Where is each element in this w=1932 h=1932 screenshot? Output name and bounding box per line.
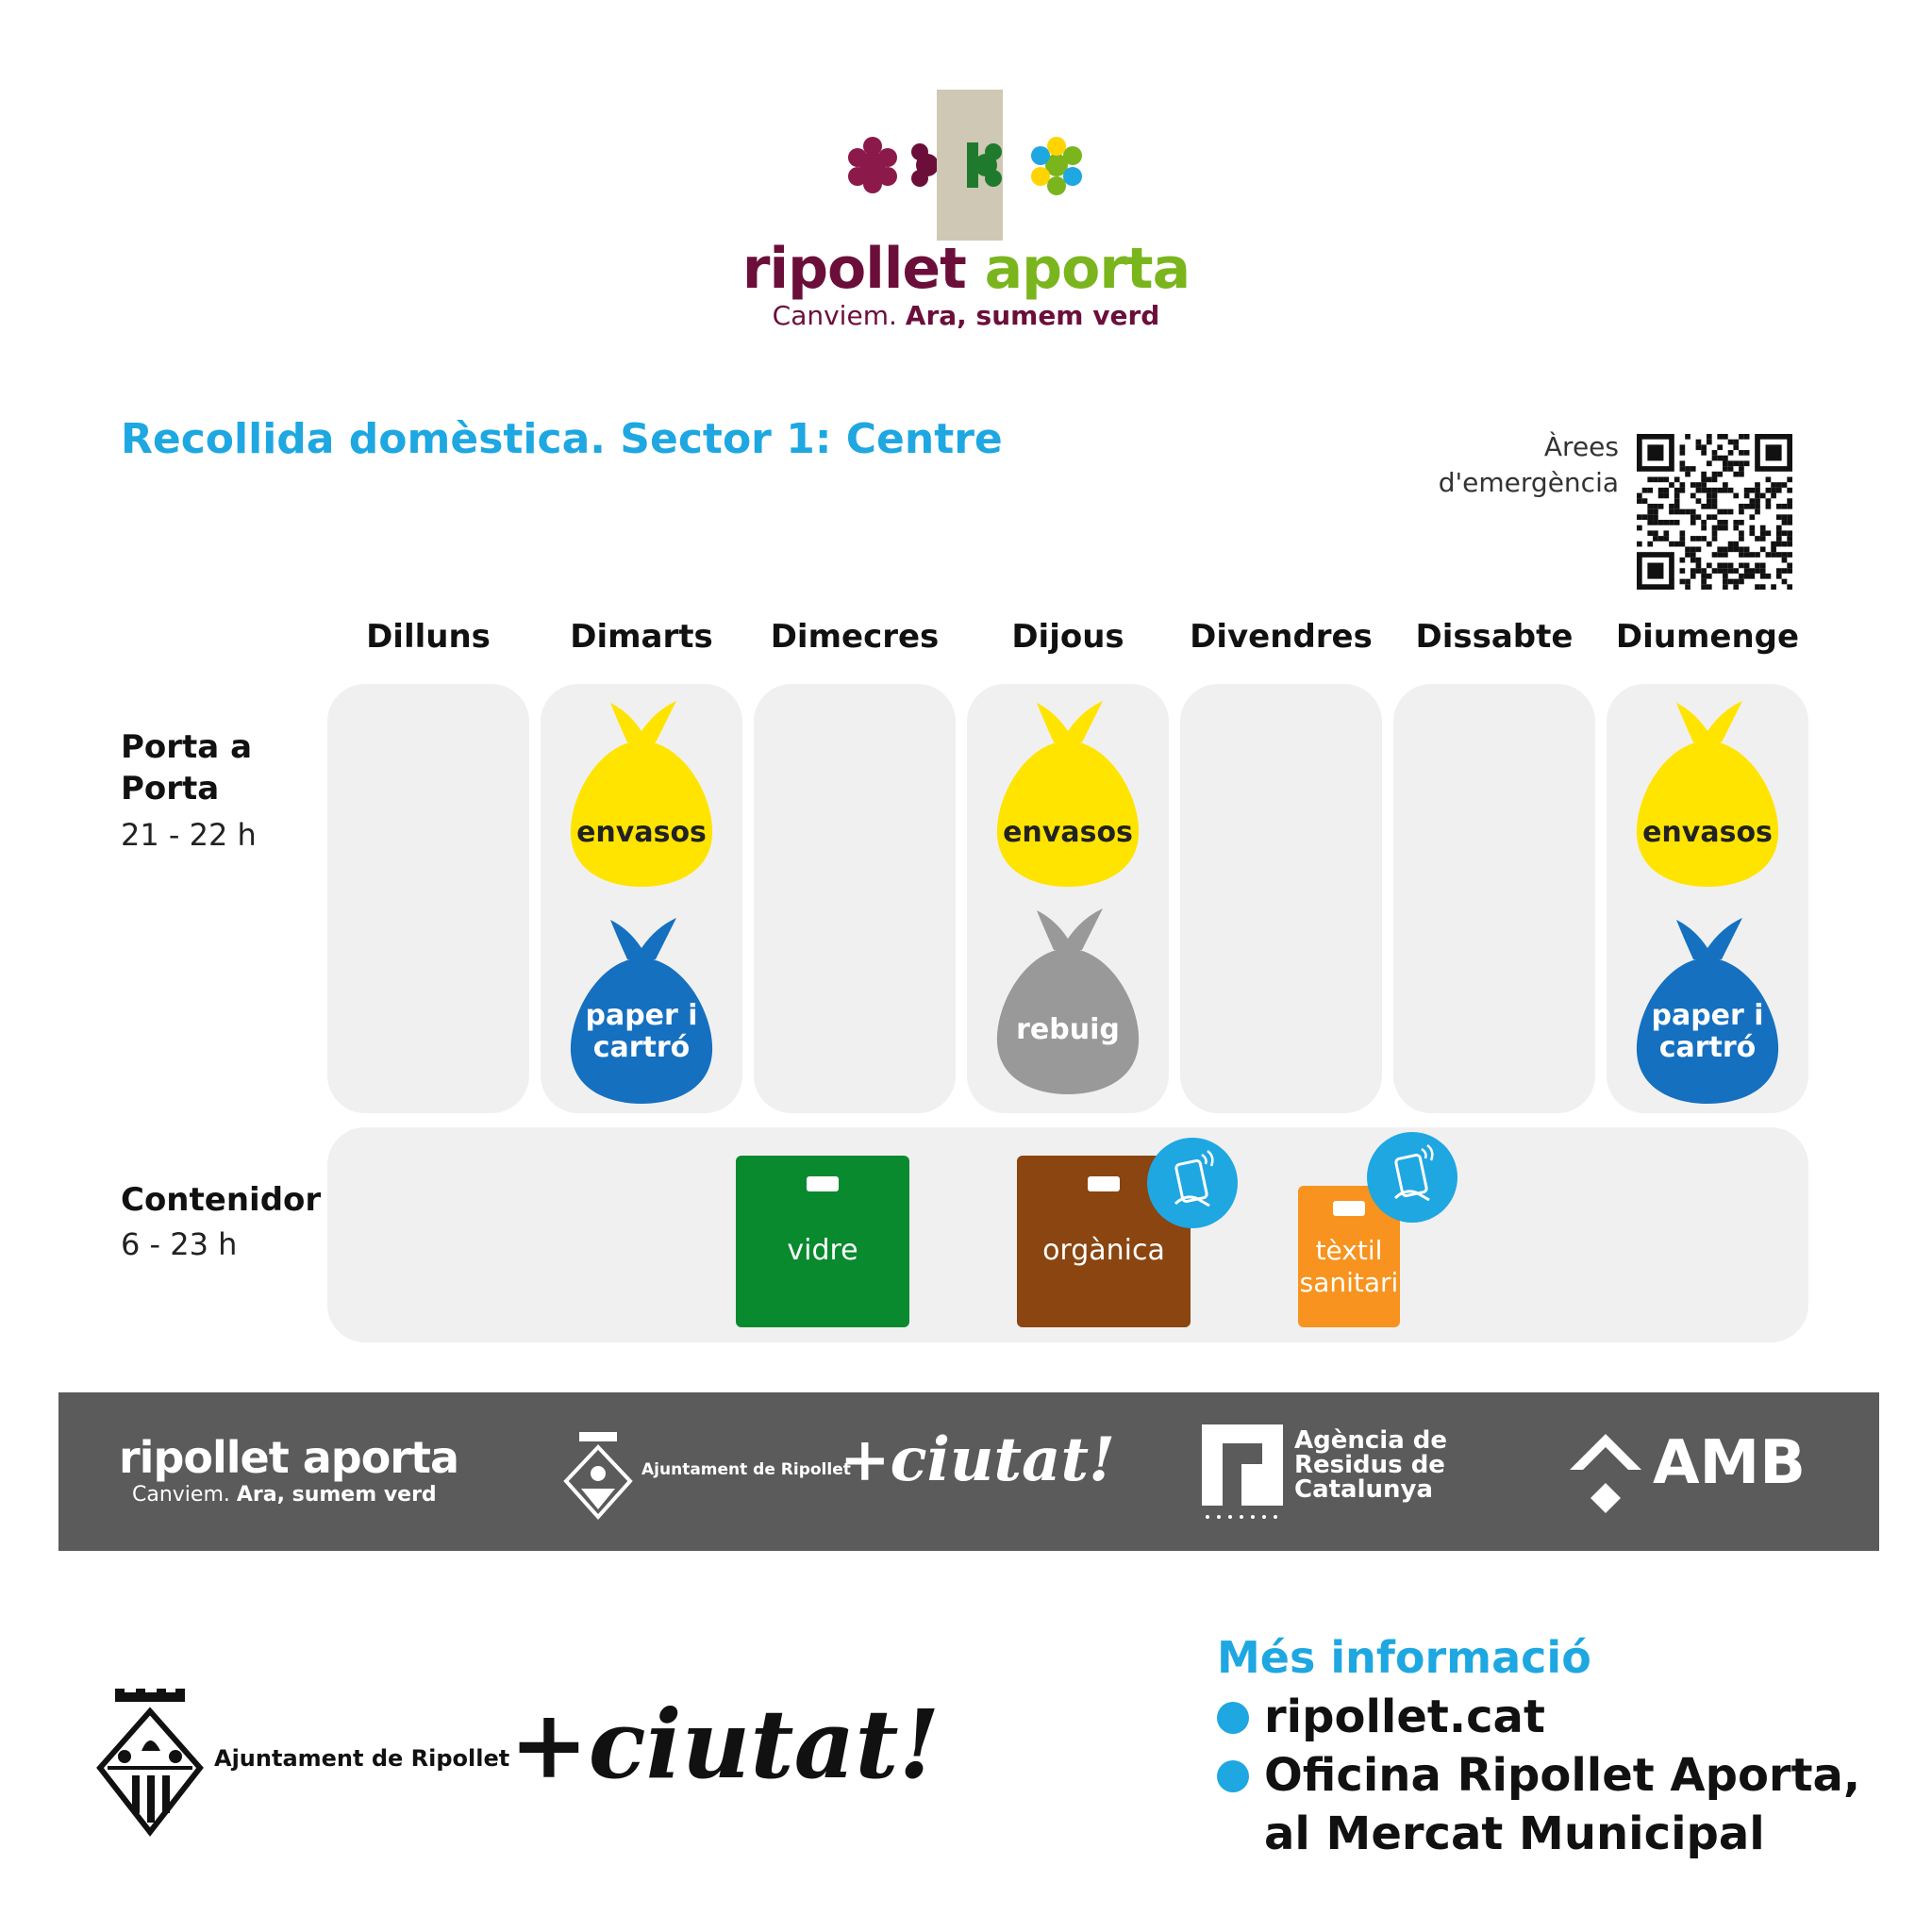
brand-title-part1: ripollet — [741, 236, 967, 302]
bottom-ciutat-logo: +ciutat! — [509, 1689, 941, 1800]
bag-rebuig-icon — [996, 908, 1140, 1094]
cell-dimecres — [754, 684, 956, 1113]
access-card-icon — [1147, 1138, 1238, 1228]
half-flower-maroon-icon — [911, 143, 939, 187]
info-item-office-line2: al Mercat Municipal — [1264, 1807, 1765, 1860]
brand-subtitle-bold: Ara, sumem verd — [905, 300, 1160, 331]
day-header-dissabte: Dissabte — [1415, 618, 1574, 656]
container-slot — [1088, 1176, 1120, 1191]
row-label-contenidor: Contenidor — [121, 1181, 322, 1219]
page-title: Recollida domèstica. Sector 1: Centre — [121, 415, 1003, 463]
footer-amb-label: AMB — [1653, 1428, 1806, 1498]
bag-label-envasos: envasos — [1003, 816, 1133, 849]
container-label-textil-line1: tèxtil — [1315, 1235, 1383, 1266]
bottom-ajuntament-label: Ajuntament de Ripollet — [214, 1745, 510, 1772]
cell-dissabte — [1393, 684, 1595, 1113]
container-label-vidre: vidre — [787, 1234, 858, 1267]
row-label-line1: Porta a — [121, 728, 253, 766]
brand-subtitle: Canviem. Ara, sumem verd — [0, 300, 1932, 331]
bag-envasos-icon — [570, 701, 713, 887]
footer-ajuntament-label: Ajuntament de Ripollet — [641, 1460, 851, 1479]
footer-brand-subtitle: Canviem. Ara, sumem verd — [132, 1483, 437, 1507]
footer-brand-subtitle-bold: Ara, sumem verd — [236, 1483, 437, 1507]
row-label-line2: Porta — [121, 770, 220, 808]
bag-label-paper-line2: cartró — [592, 1031, 691, 1064]
container-slot — [1333, 1201, 1365, 1216]
day-header-dimecres: Dimecres — [770, 618, 940, 656]
row-label-porta-a-porta: Porta a Porta — [121, 726, 252, 809]
footer-brand-title: ripollet aporta — [119, 1432, 459, 1483]
brand-title: ripollet aporta — [0, 236, 1932, 302]
bag-label-envasos: envasos — [1642, 816, 1773, 849]
footer-arc-line3: Catalunya — [1294, 1475, 1434, 1504]
brand-title-part2: aporta — [984, 236, 1191, 302]
day-header-dijous: Dijous — [1011, 618, 1124, 656]
bag-label-paper-line1: paper i — [1651, 999, 1764, 1032]
footer-arc-label: Agència de Residus de Catalunya — [1294, 1428, 1447, 1502]
info-item-website[interactable]: ripollet.cat — [1217, 1689, 1545, 1745]
bag-label-envasos: envasos — [576, 816, 707, 849]
cell-divendres — [1180, 684, 1382, 1113]
footer-arc-line2: Residus de — [1294, 1451, 1445, 1479]
qr-code[interactable] — [1637, 434, 1792, 590]
flower-multicolor-icon — [1031, 137, 1082, 195]
card-hand-icon — [1174, 1150, 1214, 1208]
footer-ciutat-logo: +ciutat! — [840, 1424, 1116, 1495]
footer-arc-line1: Agència de — [1294, 1426, 1448, 1455]
access-card-icon — [1367, 1132, 1457, 1223]
bag-envasos-icon — [1636, 701, 1779, 887]
bag-label-paper: paper i cartró — [561, 1000, 722, 1064]
bag-paper-icon — [570, 918, 713, 1104]
qr-label-line2: d'emergència — [1438, 467, 1619, 498]
container-slot — [807, 1176, 839, 1191]
bag-paper-icon — [1636, 918, 1779, 1104]
info-item-website-text[interactable]: ripollet.cat — [1264, 1690, 1545, 1743]
day-header-dilluns: Dilluns — [366, 618, 491, 656]
half-flower-green-icon — [967, 142, 1002, 188]
bullet-icon — [1217, 1702, 1249, 1734]
ajuntament-shield-icon — [563, 1432, 633, 1520]
bullet-icon — [1217, 1760, 1249, 1792]
arc-logo-icon — [1202, 1424, 1283, 1519]
cell-dilluns — [327, 684, 529, 1113]
container-vidre: vidre — [736, 1156, 909, 1327]
qr-label: Àrees d'emergència — [1358, 429, 1619, 501]
amb-logo-icon — [1570, 1434, 1641, 1513]
row-hours-porta-a-porta: 21 - 22 h — [121, 817, 257, 853]
qr-label-line1: Àrees — [1543, 431, 1619, 462]
day-header-diumenge: Diumenge — [1615, 618, 1800, 656]
bag-label-paper-line1: paper i — [585, 999, 698, 1032]
partners-footer-band — [58, 1392, 1879, 1551]
container-label-textil-line2: sanitari — [1299, 1267, 1399, 1298]
brand-subtitle-regular: Canviem. — [772, 300, 897, 331]
day-header-dimarts: Dimarts — [570, 618, 713, 656]
container-label-textil: tèxtil sanitari — [1298, 1235, 1400, 1299]
ripollet-aporta-logo-mark — [848, 90, 1082, 241]
container-label-organica: orgànica — [1042, 1234, 1165, 1267]
bag-label-paper-line2: cartró — [1658, 1031, 1757, 1064]
ajuntament-shield-icon — [96, 1689, 204, 1837]
row-hours-contenidor: 6 - 23 h — [121, 1226, 238, 1262]
info-item-office: Oficina Ripollet Aporta, — [1217, 1747, 1860, 1804]
info-item-office-text: Oficina Ripollet Aporta, — [1264, 1749, 1861, 1802]
card-hand-icon — [1393, 1144, 1434, 1202]
bag-label-rebuig: rebuig — [1016, 1013, 1120, 1046]
day-header-divendres: Divendres — [1190, 618, 1373, 656]
bag-label-paper: paper i cartró — [1627, 1000, 1788, 1064]
more-info-title: Més informació — [1217, 1632, 1591, 1683]
footer-brand-subtitle-regular: Canviem. — [132, 1483, 230, 1507]
flower-maroon-icon — [848, 137, 897, 193]
bag-envasos-icon — [996, 701, 1140, 887]
